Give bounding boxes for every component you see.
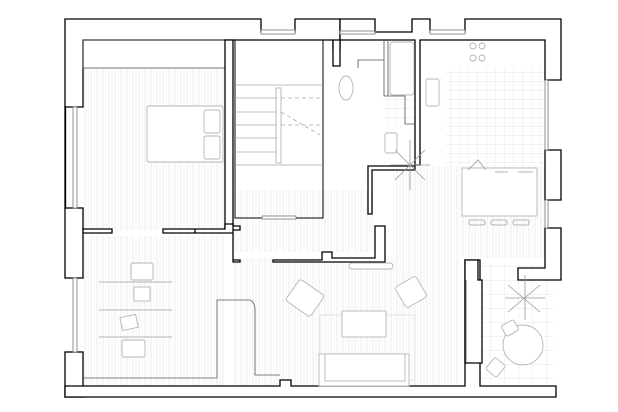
kitchen-sink — [425, 78, 440, 107]
staircase — [235, 84, 323, 166]
bathroom-wall — [332, 39, 416, 215]
window-right-kitchen[interactable] — [544, 79, 549, 151]
armchair-right — [395, 276, 427, 308]
right-wall-lower — [517, 227, 562, 281]
window-right-dining[interactable] — [544, 199, 549, 229]
stove — [469, 42, 486, 62]
bedroom-office-wall — [82, 223, 241, 263]
balcony-table — [502, 324, 544, 366]
dining-chairs — [467, 159, 533, 226]
bathroom-floor — [384, 96, 414, 124]
office-floor — [83, 236, 225, 386]
coffee-table — [341, 310, 387, 338]
kitchen-floor — [445, 68, 545, 166]
bathroom-sink — [384, 132, 398, 154]
balcony-chair-2 — [485, 357, 506, 378]
left-wall-mid — [64, 106, 67, 209]
office-chair-bottom — [121, 339, 146, 358]
office-partition — [83, 299, 280, 379]
toilet — [338, 75, 354, 101]
tv-bench — [348, 262, 394, 270]
bathtub — [389, 41, 415, 96]
stairwell-door[interactable] — [261, 215, 297, 220]
bed — [146, 105, 224, 163]
window-left-top[interactable] — [72, 106, 78, 209]
office-chair-top — [130, 262, 154, 281]
dining-table — [461, 167, 538, 217]
right-wall — [544, 149, 562, 201]
armchair-left — [285, 279, 325, 317]
window-left-bottom[interactable] — [72, 277, 78, 353]
balcony-plant-icon — [505, 275, 545, 320]
hallway-floor — [233, 190, 373, 252]
hallway-wall — [272, 225, 386, 263]
window-top-kitchen[interactable] — [429, 29, 466, 35]
window-top-stair[interactable] — [260, 29, 296, 35]
window-top-bath[interactable] — [339, 30, 376, 35]
left-wall-lower — [64, 207, 84, 279]
laptop-2 — [119, 313, 139, 332]
sofa — [318, 353, 410, 387]
laptop-1 — [133, 286, 151, 302]
dining-wall — [464, 259, 483, 364]
bath-partition — [357, 40, 414, 125]
wardrobe-line — [82, 39, 226, 69]
plant-icon — [390, 140, 430, 190]
balcony-chair-1 — [501, 319, 519, 337]
